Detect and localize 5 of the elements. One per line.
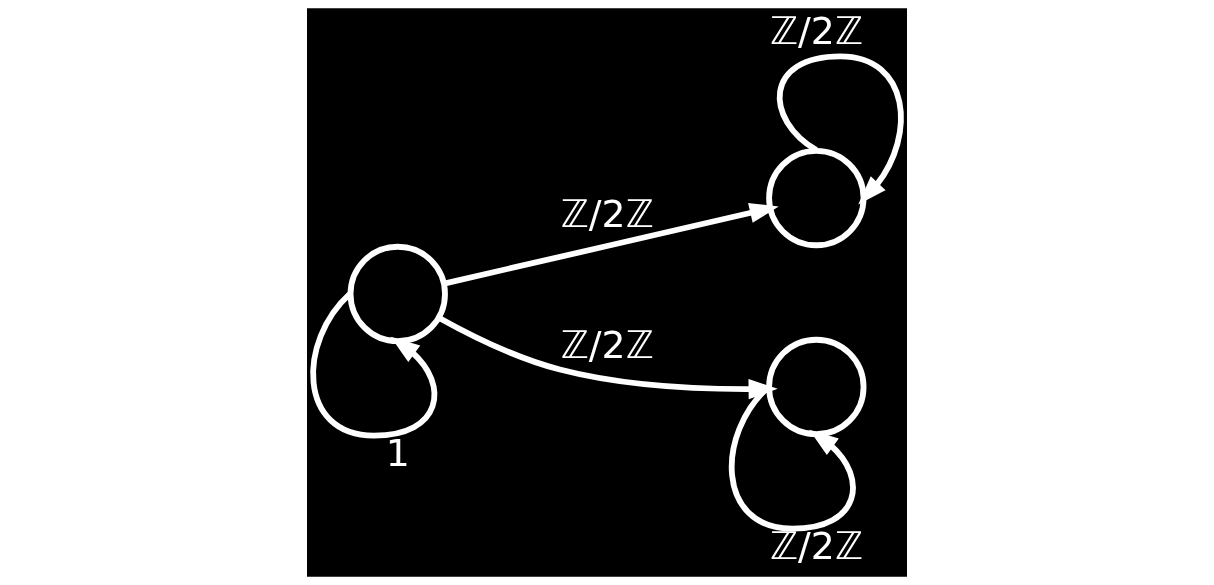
edge-label: ℤ/2ℤ <box>560 191 654 236</box>
edge-label: ℤ/2ℤ <box>769 523 863 568</box>
edge-label: 1 <box>385 430 410 475</box>
edge-label: ℤ/2ℤ <box>769 9 863 54</box>
edge-label: ℤ/2ℤ <box>560 322 654 367</box>
